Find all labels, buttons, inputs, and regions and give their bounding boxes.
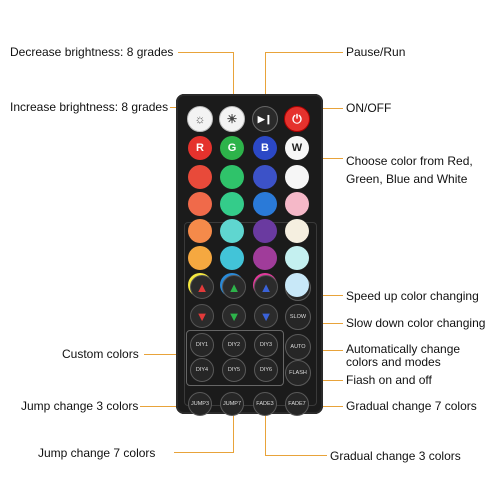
diy-button-6[interactable]: DIY6	[254, 358, 278, 382]
label-custom-colors: Custom colors	[62, 347, 139, 361]
leader-gradual3-v	[265, 406, 266, 456]
arrow-up-icon: ▲	[195, 279, 209, 295]
diy-group	[186, 330, 284, 386]
arrow-up-icon: ▲	[227, 279, 241, 295]
speed-up-arrow-button[interactable]: ▲	[190, 275, 214, 299]
speed-down-arrow-button[interactable]: ▼	[254, 304, 278, 328]
label-choose-color: Choose color from Red, Green, Blue and W…	[346, 154, 473, 186]
diy-button-4[interactable]: DIY4	[190, 358, 214, 382]
diy-button-1[interactable]: DIY1	[190, 333, 214, 357]
auto-button[interactable]: AUTO	[285, 334, 311, 360]
blue-button[interactable]: B	[253, 136, 277, 160]
jump3-button[interactable]: JUMP3	[188, 392, 212, 416]
color-button[interactable]	[220, 219, 244, 243]
flash-button[interactable]: FLASH	[285, 360, 311, 386]
color-button[interactable]	[285, 219, 309, 243]
leader-decrease-v	[233, 52, 234, 108]
diy-button-3[interactable]: DIY3	[254, 333, 278, 357]
leader-gradual3-h	[265, 455, 327, 456]
diy-button-5[interactable]: DIY5	[222, 358, 246, 382]
color-button[interactable]	[285, 165, 309, 189]
arrow-up-icon: ▲	[259, 279, 273, 295]
color-button[interactable]	[253, 165, 277, 189]
label-jump3: Jump change 3 colors	[21, 399, 139, 413]
green-button[interactable]: G	[220, 136, 244, 160]
color-button[interactable]	[188, 165, 212, 189]
leader-pause-v	[265, 52, 266, 109]
brightness-down-button[interactable]: ☼	[187, 106, 213, 132]
fade3-button[interactable]: FADE3	[253, 392, 277, 416]
leader-custom-h	[144, 354, 188, 355]
color-button[interactable]	[285, 246, 309, 270]
color-button[interactable]	[253, 192, 277, 216]
slow-button[interactable]: SLOW	[285, 304, 311, 330]
speed-up-arrow-button[interactable]: ▲	[254, 275, 278, 299]
label-jump7: Jump change 7 colors	[38, 446, 156, 460]
label-pause-run: Pause/Run	[346, 45, 406, 59]
leader-jump7-v	[233, 406, 234, 453]
arrow-down-icon: ▼	[195, 308, 209, 324]
jump7-button[interactable]: JUMP7	[220, 392, 244, 416]
color-button[interactable]	[220, 192, 244, 216]
label-increase-brightness: Increase brightness: 8 grades	[10, 100, 169, 114]
diy-button-2[interactable]: DIY2	[222, 333, 246, 357]
arrow-down-icon: ▼	[227, 308, 241, 324]
color-button[interactable]	[220, 165, 244, 189]
color-button[interactable]	[253, 219, 277, 243]
power-icon: ⏻	[292, 111, 302, 126]
power-button[interactable]: ⏻	[284, 106, 310, 132]
brightness-up-icon: ☀	[226, 112, 238, 126]
speed-down-arrow-button[interactable]: ▼	[190, 304, 214, 328]
label-gradual7: Gradual change 7 colors	[346, 399, 477, 413]
color-button[interactable]	[188, 219, 212, 243]
leader-pause-h	[265, 52, 343, 53]
speed-up-arrow-button[interactable]: ▲	[222, 275, 246, 299]
brightness-down-icon: ☼	[194, 112, 206, 126]
color-button[interactable]	[253, 246, 277, 270]
pause-run-button[interactable]: ▶❙	[252, 106, 278, 132]
brightness-up-button[interactable]: ☀	[219, 106, 245, 132]
fade7-button[interactable]: FADE7	[285, 392, 309, 416]
color-button[interactable]	[188, 246, 212, 270]
leader-jump7-h	[174, 452, 234, 453]
color-button[interactable]	[188, 192, 212, 216]
label-decrease-brightness: Decrease brightness: 8 grades	[10, 45, 174, 59]
arrow-down-icon: ▼	[259, 308, 273, 324]
label-on-off: ON/OFF	[346, 101, 392, 115]
remote-control: ☼ ☀ ▶❙ ⏻ R G B W QUICK SLOW AUTO FLASH ▲…	[176, 94, 323, 416]
label-slow-down: Slow down color changing	[346, 316, 486, 330]
play-pause-icon: ▶❙	[257, 113, 273, 124]
label-auto-change: Automatically change colors and modes	[346, 342, 461, 369]
red-button[interactable]: R	[188, 136, 212, 160]
label-gradual3: Gradual change 3 colors	[330, 449, 461, 463]
label-speed-up: Speed up color changing	[346, 289, 479, 303]
color-button[interactable]	[285, 273, 309, 297]
control-panel	[184, 222, 317, 406]
label-flash: Fiash on and off	[346, 373, 432, 387]
speed-down-arrow-button[interactable]: ▼	[222, 304, 246, 328]
leader-decrease-h	[178, 52, 234, 53]
color-button[interactable]	[285, 192, 309, 216]
color-button[interactable]	[220, 246, 244, 270]
leader-jump3-h	[140, 406, 200, 407]
white-button[interactable]: W	[285, 136, 309, 160]
